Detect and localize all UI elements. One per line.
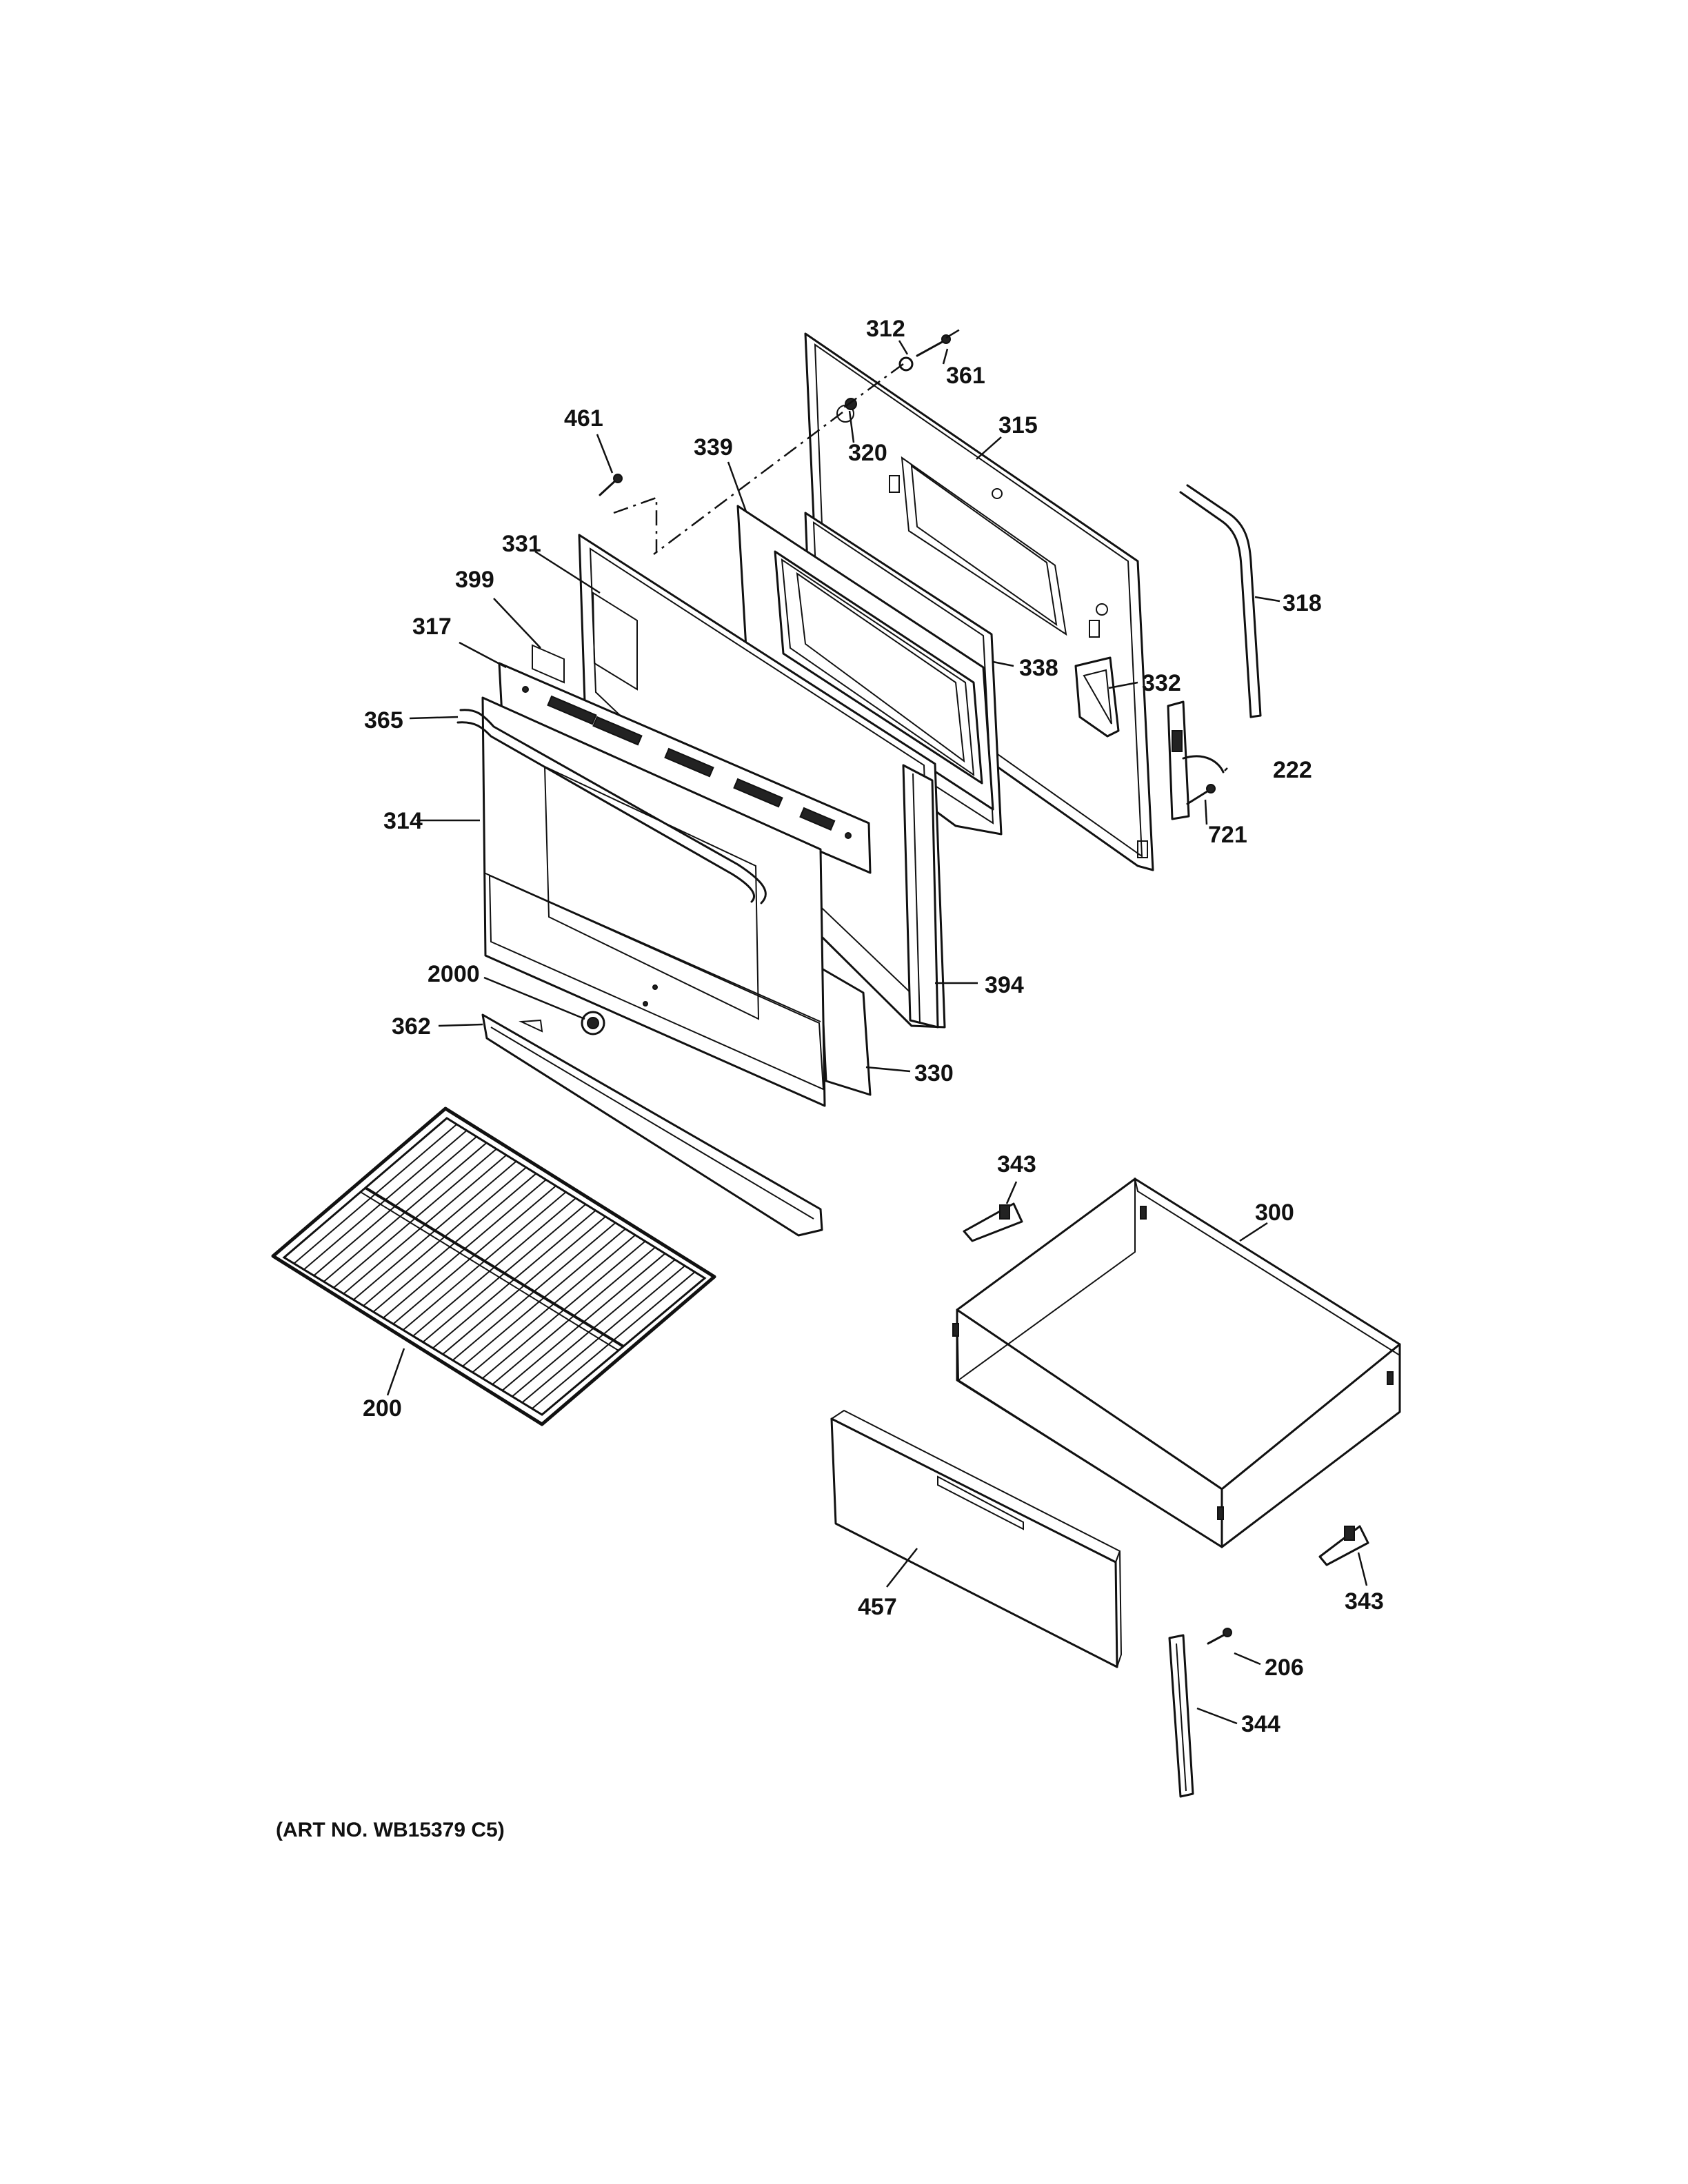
art-number: (ART NO. WB15379 C5) (276, 1819, 505, 1841)
label-343-top: 343 (997, 1151, 1036, 1177)
label-343-bottom: 343 (1345, 1588, 1384, 1615)
drawer-slide-343-bottom (1318, 1525, 1369, 1566)
label-721: 721 (1208, 822, 1247, 848)
hinge-cover-332 (1074, 656, 1120, 738)
outer-door-314 (481, 696, 826, 1107)
label-222: 222 (1273, 757, 1312, 783)
label-331: 331 (502, 531, 541, 557)
window-frame-339 (736, 505, 994, 811)
insulation-panel-330 (819, 967, 872, 1096)
label-320: 320 (848, 440, 887, 466)
label-330: 330 (914, 1060, 954, 1086)
label-394: 394 (985, 972, 1024, 998)
label-300: 300 (1255, 1200, 1294, 1226)
label-332: 332 (1142, 670, 1181, 696)
label-338: 338 (1019, 655, 1058, 681)
fasteners-320-312-361 (845, 334, 951, 410)
vent-plate-317-399 (498, 644, 872, 874)
alignment-lines (613, 328, 961, 555)
door-gasket-318 (1179, 484, 1262, 718)
drawer-front-457 (830, 1409, 1123, 1668)
label-399: 399 (455, 567, 494, 593)
label-312: 312 (866, 316, 905, 342)
label-457: 457 (858, 1594, 897, 1620)
label-315: 315 (998, 412, 1038, 438)
screw-206 (1207, 1628, 1232, 1645)
hinge-222 (1167, 700, 1225, 820)
label-318: 318 (1283, 590, 1322, 616)
drawer-slide-343-top (963, 1202, 1023, 1242)
label-361: 361 (946, 363, 985, 389)
label-365: 365 (364, 707, 403, 734)
leader-lines (386, 340, 1368, 1725)
label-339: 339 (694, 434, 733, 461)
label-200: 200 (363, 1395, 402, 1422)
drawer-body-300 (952, 1177, 1401, 1548)
part-labels: 312 361 315 320 461 339 331 399 317 318 … (363, 316, 1384, 1737)
label-461: 461 (564, 405, 603, 432)
door-handle-365 (456, 709, 767, 904)
label-314: 314 (383, 808, 423, 834)
badge-2000 (581, 1011, 605, 1035)
stud-461 (599, 474, 623, 496)
label-2000: 2000 (428, 961, 480, 987)
oven-rack-200 (271, 1106, 716, 1426)
label-344: 344 (1241, 1711, 1280, 1737)
bottom-trim-362 (481, 1013, 823, 1237)
label-362: 362 (392, 1013, 431, 1040)
drawer-rail-344 (1168, 1634, 1194, 1798)
screw-721 (1186, 784, 1216, 805)
label-317: 317 (412, 614, 452, 640)
side-trim-394 (902, 764, 939, 1029)
label-206: 206 (1265, 1655, 1304, 1681)
